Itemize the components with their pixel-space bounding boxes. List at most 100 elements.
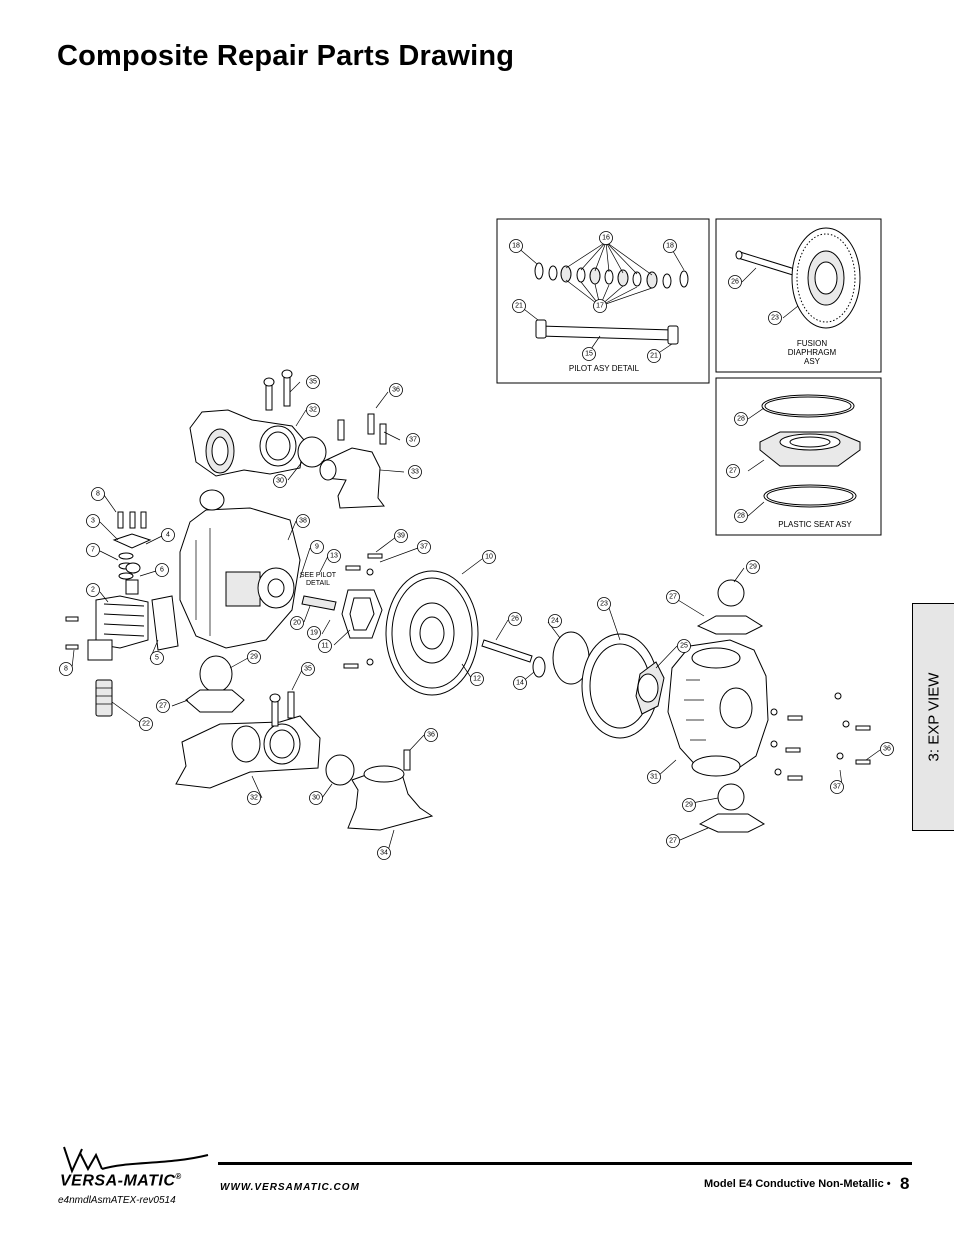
svg-text:37: 37 xyxy=(833,784,841,791)
svg-text:36: 36 xyxy=(392,387,400,394)
inlet-elbow xyxy=(347,749,434,831)
svg-text:26: 26 xyxy=(731,279,739,286)
website-link[interactable]: WWW.VERSAMATIC.COM xyxy=(220,1182,360,1193)
air-valve-assembly xyxy=(65,511,179,717)
callout-30b: 30 xyxy=(309,791,323,805)
svg-text:28: 28 xyxy=(737,416,745,423)
page-number: 8 xyxy=(900,1174,910,1193)
callout-21b: 21 xyxy=(647,349,661,363)
svg-text:22: 22 xyxy=(142,721,150,728)
versa-matic-logo xyxy=(63,1146,209,1174)
svg-text:29: 29 xyxy=(250,654,258,661)
diaphragm-23 xyxy=(581,633,665,739)
callout-34: 34 xyxy=(377,846,391,860)
callout-32b: 32 xyxy=(247,791,261,805)
fusion-caption-line1: FUSION xyxy=(797,339,827,348)
callout-37a: 37 xyxy=(406,433,420,447)
seat-caption: PLASTIC SEAT ASY xyxy=(778,520,852,529)
svg-text:37: 37 xyxy=(409,437,417,444)
svg-text:14: 14 xyxy=(516,680,524,687)
callout-27b: 27 xyxy=(666,834,680,848)
svg-text:35: 35 xyxy=(304,666,312,673)
svg-text:15: 15 xyxy=(585,351,593,358)
svg-text:5: 5 xyxy=(155,655,159,662)
callout-11: 11 xyxy=(318,639,332,653)
section-tab[interactable]: 3: EXP VIEW xyxy=(912,603,954,831)
revision-code: e4nmdlAsmATEX-rev0514 xyxy=(58,1195,176,1206)
callout-29a: 29 xyxy=(746,560,760,574)
svg-text:23: 23 xyxy=(771,315,779,322)
lower-manifold-left xyxy=(175,689,355,789)
callout-14: 14 xyxy=(513,676,527,690)
discharge-elbow xyxy=(319,413,387,509)
svg-text:27: 27 xyxy=(669,838,677,845)
callout-25: 25 xyxy=(677,639,691,653)
svg-text:18: 18 xyxy=(666,243,674,250)
svg-text:28: 28 xyxy=(737,513,745,520)
callout-29b: 29 xyxy=(682,798,696,812)
svg-text:23: 23 xyxy=(600,601,608,608)
callout-35b: 35 xyxy=(301,662,315,676)
callout-18b: 18 xyxy=(663,239,677,253)
svg-text:36: 36 xyxy=(427,732,435,739)
svg-text:27: 27 xyxy=(669,594,677,601)
svg-text:30: 30 xyxy=(276,478,284,485)
svg-text:20: 20 xyxy=(293,620,301,627)
svg-text:17: 17 xyxy=(596,303,604,310)
svg-text:21: 21 xyxy=(515,303,523,310)
see-pilot-note-line1: SEE PILOT xyxy=(300,572,337,579)
fusion-caption-line3: ASY xyxy=(804,357,821,366)
callout-8a: 8 xyxy=(91,487,105,501)
callout-26-inset: 26 xyxy=(728,275,742,289)
callout-27c: 27 xyxy=(156,699,170,713)
svg-text:29: 29 xyxy=(749,564,757,571)
callout-37c: 37 xyxy=(830,780,844,794)
center-section xyxy=(179,489,383,693)
page-title: Composite Repair Parts Drawing xyxy=(57,40,515,72)
upper-manifold-left xyxy=(189,369,327,477)
svg-text:34: 34 xyxy=(380,850,388,857)
shaft-and-discs xyxy=(481,631,590,685)
callout-13: 13 xyxy=(327,549,341,563)
callout-5: 5 xyxy=(150,651,164,665)
callout-23-inset: 23 xyxy=(768,311,782,325)
svg-text:21: 21 xyxy=(650,353,658,360)
svg-text:25: 25 xyxy=(680,643,688,650)
svg-text:31: 31 xyxy=(650,774,658,781)
callout-27-inset: 27 xyxy=(726,464,740,478)
svg-text:7: 7 xyxy=(91,547,95,554)
brand-name: VERSA-MATIC® xyxy=(60,1172,182,1190)
svg-text:32: 32 xyxy=(250,795,258,802)
plastic-seat-inset: PLASTIC SEAT ASY xyxy=(715,377,882,536)
callout-10: 10 xyxy=(482,550,496,564)
svg-text:9: 9 xyxy=(315,544,319,551)
callout-31: 31 xyxy=(647,770,661,784)
svg-text:3: 3 xyxy=(91,518,95,525)
callout-27a: 27 xyxy=(666,590,680,604)
svg-text:12: 12 xyxy=(473,676,481,683)
callouts: 15 16 17 18 18 21 21 26 23 28 27 28 35 3… xyxy=(59,231,894,860)
callout-3: 3 xyxy=(86,514,100,528)
svg-text:29: 29 xyxy=(685,802,693,809)
svg-text:8: 8 xyxy=(64,666,68,673)
svg-text:35: 35 xyxy=(309,379,317,386)
see-pilot-note-line2: DETAIL xyxy=(306,580,330,587)
callout-6: 6 xyxy=(155,563,169,577)
svg-text:38: 38 xyxy=(299,518,307,525)
callout-19: 19 xyxy=(307,626,321,640)
callout-16: 16 xyxy=(599,231,613,245)
fusion-caption-line2: DIAPHRAGM xyxy=(788,348,837,357)
pilot-asy-caption: PILOT ASY DETAIL xyxy=(569,364,640,373)
callout-30a: 30 xyxy=(273,474,287,488)
callout-4: 4 xyxy=(161,528,175,542)
svg-text:27: 27 xyxy=(159,703,167,710)
callout-15: 15 xyxy=(582,347,596,361)
svg-text:10: 10 xyxy=(485,554,493,561)
callout-17: 17 xyxy=(593,299,607,313)
liquid-chamber-31 xyxy=(667,639,769,777)
o-ring-row xyxy=(534,262,689,289)
callout-18a: 18 xyxy=(509,239,523,253)
svg-text:4: 4 xyxy=(166,532,170,539)
callout-33: 33 xyxy=(408,465,422,479)
